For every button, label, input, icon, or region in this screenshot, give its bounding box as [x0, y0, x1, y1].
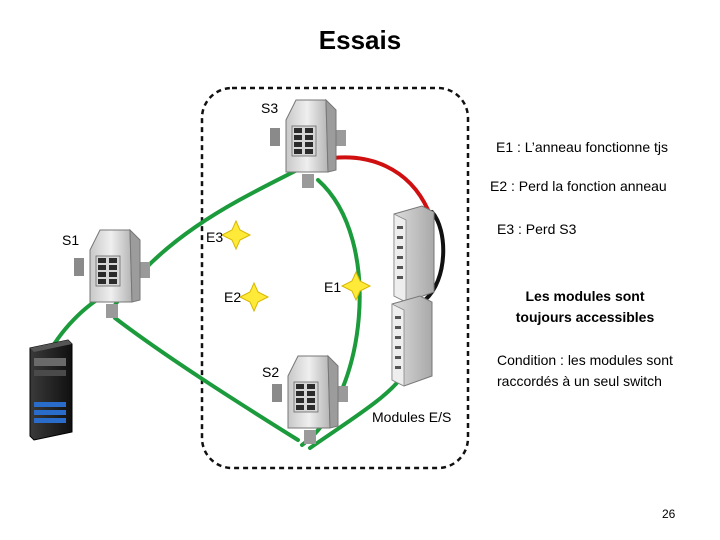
page-title: Essais — [318, 25, 402, 55]
switch-s1 — [74, 228, 150, 318]
note-condition: Condition : les modules sont raccordés à… — [497, 352, 673, 389]
ring-links — [43, 155, 446, 450]
note-e1: E1 : L’anneau fonctionne tjs — [496, 139, 669, 155]
fault-star-e1 — [340, 270, 372, 302]
label-e3: E3 — [206, 229, 224, 245]
switch-s3 — [270, 98, 346, 188]
label-e2: E2 — [224, 289, 242, 305]
io-module-upper — [393, 205, 435, 303]
label-s3: S3 — [261, 100, 279, 116]
pc-tower-icon — [29, 339, 73, 441]
io-module-lower — [391, 295, 433, 387]
note-e2: E2 : Perd la fonction anneau — [490, 178, 667, 194]
ring-enclosure — [200, 86, 470, 470]
fault-star-e2 — [238, 281, 270, 313]
label-e1: E1 — [324, 279, 342, 295]
fault-star-e3 — [220, 219, 252, 251]
note-e3: E3 : Perd S3 — [497, 221, 577, 237]
note-accessible: Les modules sont toujours accessibles — [515, 288, 655, 325]
label-modules: Modules E/S — [372, 409, 452, 425]
label-s2: S2 — [262, 364, 280, 380]
label-s1: S1 — [62, 232, 80, 248]
page-number: 26 — [662, 507, 676, 521]
link-s1-s2 — [113, 316, 300, 442]
switch-s2 — [272, 354, 348, 444]
